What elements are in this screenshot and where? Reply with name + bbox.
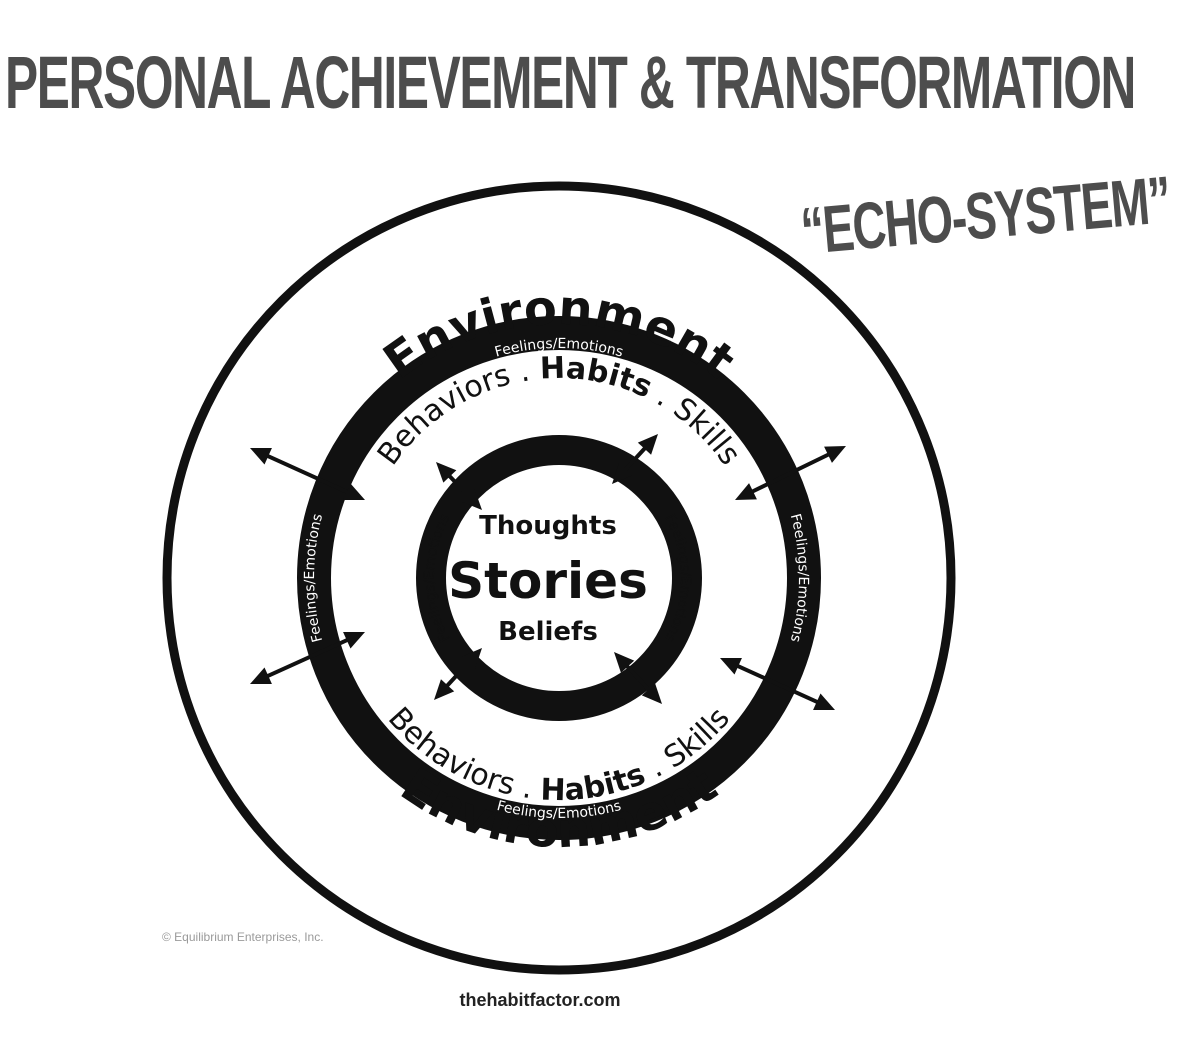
connector-arrows (250, 434, 846, 710)
arrow-head (641, 683, 662, 704)
inner-ring (416, 435, 702, 721)
double-arrow-icon (720, 658, 835, 710)
arrow-head (343, 632, 365, 649)
core-stories: Stories (448, 552, 648, 610)
arrow-shaft (263, 452, 352, 496)
double-arrow-icon (735, 446, 846, 500)
diagram-title: PERSONAL ACHIEVEMENT & TRANSFORMATION (5, 41, 1135, 124)
diagram-subtitle: “ECHO-SYSTEM” (798, 162, 1173, 268)
core-beliefs: Beliefs (498, 617, 598, 647)
copyright-notice: © Equilibrium Enterprises, Inc. (162, 930, 324, 944)
arrow-head (824, 446, 846, 463)
arrow-head (434, 679, 455, 700)
arrow-head (250, 667, 272, 684)
arrow-head (343, 483, 365, 500)
website-url: thehabitfactor.com (459, 990, 620, 1010)
arrow-shaft (443, 658, 473, 690)
arrow-shaft (748, 451, 833, 495)
double-arrow-icon (250, 448, 365, 500)
arrow-head (461, 648, 482, 669)
arrow-shaft (623, 662, 653, 694)
double-arrow-icon (614, 652, 662, 704)
double-arrow-icon (250, 632, 365, 684)
arrow-shaft (263, 636, 352, 680)
double-arrow-icon (434, 648, 482, 700)
arrow-head (250, 448, 272, 465)
middle-ring (297, 316, 821, 840)
arrow-head (436, 462, 457, 483)
arrow-shaft (445, 472, 473, 500)
arrow-shaft (621, 444, 649, 474)
outer-ring (162, 181, 956, 975)
double-arrow-icon (612, 434, 658, 484)
arrow-head (720, 658, 742, 675)
arrow-shaft (733, 662, 822, 706)
arrow-head (637, 434, 658, 455)
arrow-head (735, 483, 757, 500)
arrow-head (461, 489, 482, 510)
arrow-head (813, 693, 835, 710)
arrow-head (614, 652, 635, 673)
arrow-head (612, 463, 633, 484)
double-arrow-icon (436, 462, 482, 510)
core-thoughts: Thoughts (479, 511, 617, 541)
